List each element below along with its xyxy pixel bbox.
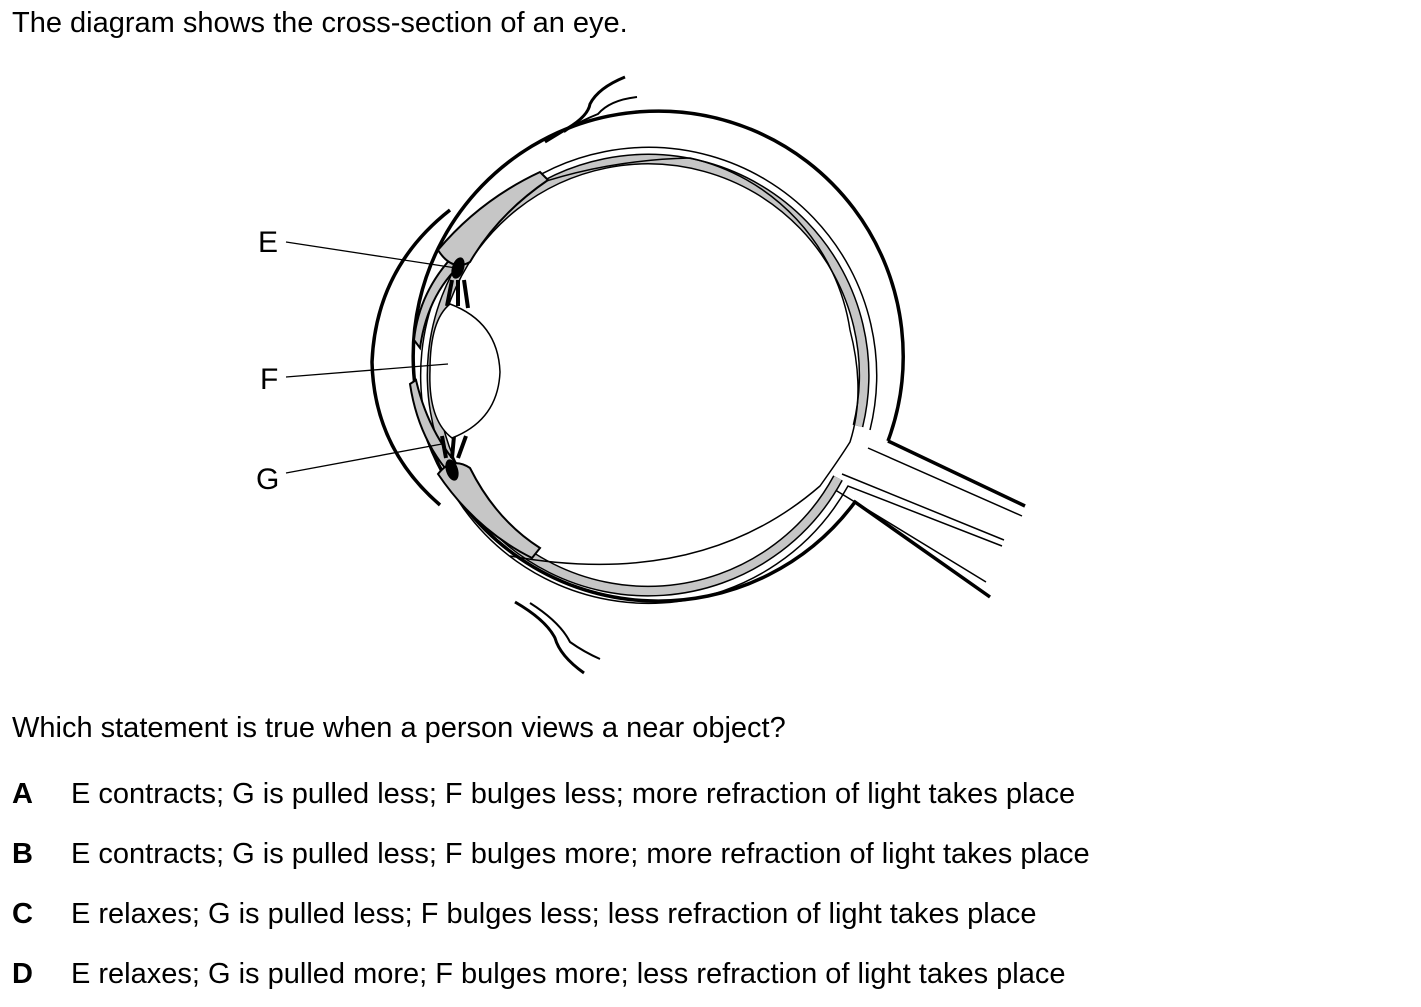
lens xyxy=(429,303,501,439)
optic-nerve-top xyxy=(887,439,1026,508)
sclera-outer xyxy=(411,109,992,603)
lower-eyelid xyxy=(514,600,585,675)
option-text: E contracts; G is pulled less; F bulges … xyxy=(71,778,1076,810)
suspensory-ligament-upper xyxy=(445,279,470,309)
choroid-fill xyxy=(428,155,869,596)
option-text: E relaxes; G is pulled less; F bulges le… xyxy=(71,898,1037,930)
pointer-e xyxy=(285,241,457,269)
question-text: Which statement is true when a person vi… xyxy=(12,712,786,744)
upper-eyelid xyxy=(544,75,626,144)
eye-cross-section-diagram: E F G xyxy=(256,75,1026,675)
lower-eyelid-inner xyxy=(529,602,601,660)
option-letter: D xyxy=(12,958,33,990)
suspensory-ligament-lower xyxy=(440,435,468,459)
label-e: E xyxy=(258,226,278,259)
label-g: G xyxy=(256,463,279,496)
ciliary-muscle-upper xyxy=(451,257,465,279)
option-text: E relaxes; G is pulled more; F bulges mo… xyxy=(71,958,1066,990)
label-f: F xyxy=(260,363,278,396)
retina xyxy=(509,157,859,566)
optic-nerve-lines xyxy=(831,447,1023,583)
intro-text: The diagram shows the cross-section of a… xyxy=(12,7,628,39)
option-text: E contracts; G is pulled less; F bulges … xyxy=(71,838,1090,870)
pointer-g xyxy=(285,443,443,474)
option-letter: C xyxy=(12,898,33,930)
cornea xyxy=(370,208,452,507)
option-letter: A xyxy=(12,778,33,810)
ciliary-muscle-lower xyxy=(445,459,459,481)
option-letter: B xyxy=(12,838,33,870)
ciliary-lower xyxy=(436,462,542,560)
pointer-f xyxy=(285,363,449,378)
